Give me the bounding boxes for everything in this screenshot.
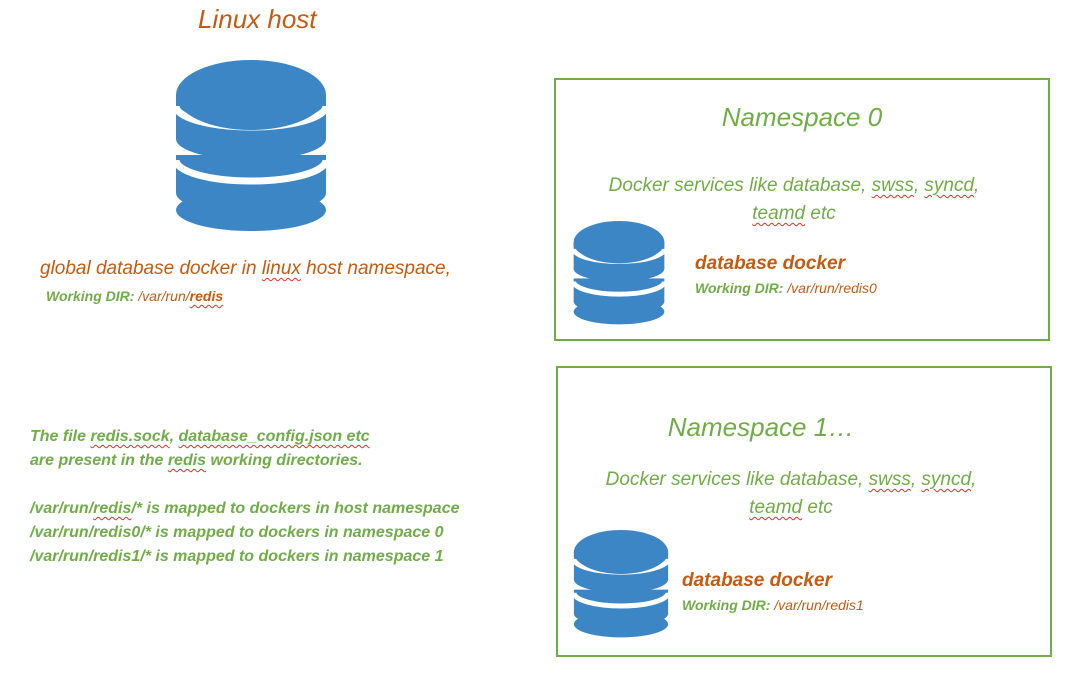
namespace-0-services: Docker services like database, swss, syn… [566,172,1022,228]
host-workdir-path: /var/run/ [134,288,190,304]
namespace-0-services-swss: swss [871,175,914,196]
namespace-1-services-comma: , [910,469,922,490]
namespace-0-workdir: Working DIR: /var/run/redis0 [695,280,877,296]
namespace-0-services-teamd: teamd [752,203,806,224]
notes-map-1-redis: redis [93,500,132,517]
namespace-0-services-syncd: syncd [924,175,975,196]
namespace-1-docker-label: database docker [682,570,832,591]
namespace-1-services: Docker services like database, swss, syn… [563,466,1019,522]
notes-map-1: /var/run/redis/* is mapped to dockers in… [30,497,460,521]
notes-line-1-prefix: The file [30,428,91,445]
namespace-1-workdir-path: /var/run/ [770,597,826,613]
namespace-1-services-prefix: Docker services like database, [605,469,869,490]
database-icon [571,221,667,325]
namespace-1-title: Namespace 1… [667,412,855,442]
notes-map-2: /var/run/redis0/* is mapped to dockers i… [30,524,444,541]
host-workdir: Working DIR: /var/run/redis [46,288,223,304]
namespace-1-box: Namespace 1… Docker services like databa… [556,366,1052,657]
notes-line-1: The file redis.sock, database_config.jso… [30,425,460,449]
namespace-0-workdir-path: /var/run/ [783,280,839,296]
namespace-1-services-syncd: syncd [921,469,972,490]
namespace-1-workdir: Working DIR: /var/run/redis1 [682,597,864,613]
namespace-0-workdir-dir: redis0 [838,280,877,296]
host-workdir-dir: redis [189,288,224,304]
notes-line-2: are present in the redis working directo… [30,449,460,473]
host-workdir-label: Working DIR: [46,288,135,304]
namespace-0-services-suffix: etc [805,203,836,224]
namespace-1-services-suffix: etc [802,497,833,518]
namespace-0-services-comma2: , [974,175,980,196]
namespace-1-services-comma2: , [971,469,977,490]
database-icon [172,60,330,231]
notes-map-3: /var/run/redis1/* is mapped to dockers i… [30,548,444,565]
namespace-0-box: Namespace 0 Docker services like databas… [554,78,1050,341]
namespace-1-services-teamd: teamd [749,497,803,518]
namespace-0-workdir-label: Working DIR: [695,280,784,296]
notes-line-2-redis: redis [167,452,207,469]
namespace-0-services-prefix: Docker services like database, [608,175,872,196]
namespace-1-workdir-label: Working DIR: [682,597,771,613]
namespace-0-docker-label: database docker [695,253,845,274]
notes-map-1-prefix: /var/run/ [30,500,94,517]
notes-line-2-prefix: are present in the [30,452,168,469]
database-icon [571,530,671,638]
namespace-1-services-swss: swss [868,469,911,490]
host-caption-suffix: host namespace, [300,258,451,279]
notes-line-2-suffix: working directories. [206,452,363,469]
notes-line-1-sock: redis.sock [90,428,170,445]
host-caption: global database docker in linux host nam… [40,258,451,280]
notes-line-1-comma: , [169,428,179,445]
namespace-0-title: Namespace 0 [721,102,883,132]
host-caption-prefix: global database docker in [40,258,262,279]
notes-map-1-suffix: /* is mapped to dockers in host namespac… [131,500,460,517]
host-caption-linux: linux [261,258,301,279]
namespace-1-workdir-dir: redis1 [825,597,864,613]
notes-block: The file redis.sock, database_config.jso… [30,425,460,569]
notes-line-1-config: database_config.json etc [178,428,370,445]
namespace-0-services-comma: , [913,175,925,196]
host-title: Linux host [198,4,317,34]
